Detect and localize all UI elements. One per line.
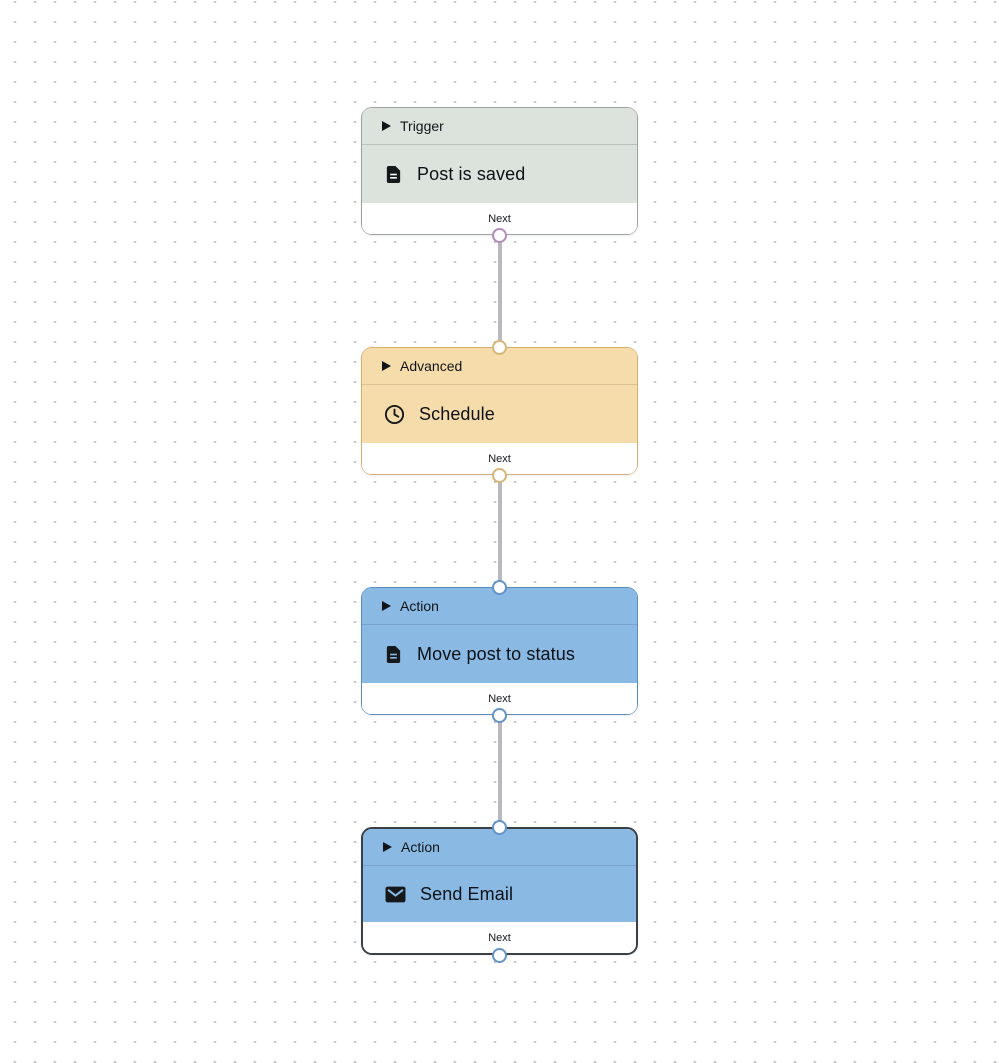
node-title: Schedule [419,403,495,424]
port-input-action-send-email[interactable] [492,819,507,835]
document-icon [386,645,401,663]
node-advanced[interactable]: Advanced Schedule Next [361,347,638,475]
node-action-header[interactable]: Action [362,588,637,625]
node-trigger-header[interactable]: Trigger [362,108,637,145]
collapse-triangle-icon[interactable] [383,842,392,852]
next-label: Next [488,692,511,705]
node-action-body[interactable]: Move post to status [362,625,637,683]
node-advanced-body[interactable]: Schedule [362,385,637,443]
next-label: Next [488,452,511,465]
collapse-triangle-icon[interactable] [382,121,391,131]
collapse-triangle-icon[interactable] [382,601,391,611]
edge-advanced-action1 [497,475,502,587]
node-type-label: Action [401,839,440,855]
envelope-icon [385,886,406,902]
next-label: Next [488,931,511,944]
node-action-body[interactable]: Send Email [363,866,636,922]
document-icon [386,165,401,183]
node-action-move-post[interactable]: Action Move post to status Next [361,587,638,715]
clock-icon [384,404,405,424]
port-output-action-send-email[interactable] [492,947,507,963]
node-trigger-body[interactable]: Post is saved [362,145,637,203]
edge-action1-action2 [497,715,502,827]
node-title: Post is saved [417,163,526,184]
node-type-label: Trigger [400,118,444,134]
edge-trigger-advanced [497,235,502,347]
node-title: Move post to status [417,643,575,664]
collapse-triangle-icon[interactable] [382,361,391,371]
node-type-label: Advanced [400,358,463,374]
port-output-action-move-post[interactable] [492,707,507,723]
node-trigger[interactable]: Trigger Post is saved Next [361,107,638,235]
port-input-advanced[interactable] [492,339,507,355]
next-label: Next [488,212,511,225]
node-action-header[interactable]: Action [363,829,636,866]
node-type-label: Action [400,598,439,614]
port-output-advanced[interactable] [492,467,507,483]
port-input-action-move-post[interactable] [492,579,507,595]
node-action-send-email[interactable]: Action Send Email Next [361,827,638,955]
node-title: Send Email [420,883,514,904]
port-output-trigger[interactable] [492,227,507,243]
